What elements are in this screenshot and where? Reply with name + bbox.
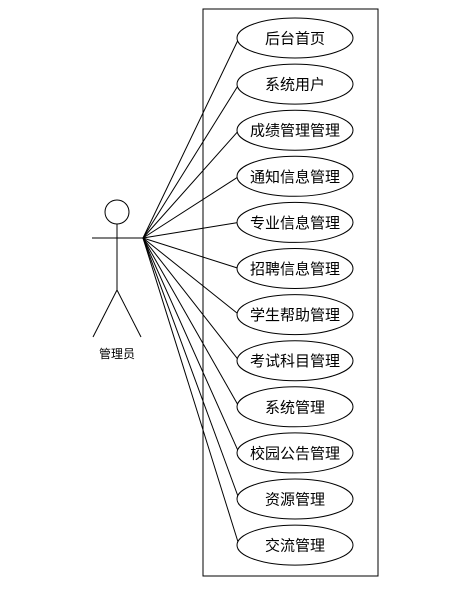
association-line bbox=[142, 175, 240, 239]
actor-head bbox=[104, 199, 130, 225]
use-case-ellipse bbox=[236, 63, 354, 105]
association-line bbox=[142, 37, 240, 239]
use-case: 学生帮助管理 bbox=[236, 294, 354, 336]
association-lines bbox=[142, 37, 240, 546]
use-case-ellipse bbox=[236, 248, 354, 289]
use-case-ellipse bbox=[236, 201, 354, 243]
use-case: 后台首页 bbox=[236, 17, 354, 59]
use-cases: 后台首页系统用户成绩管理管理通知信息管理专业信息管理招聘信息管理学生帮助管理考试… bbox=[236, 17, 354, 566]
association-line bbox=[142, 237, 240, 546]
use-case-ellipse bbox=[236, 524, 354, 566]
use-case-ellipse bbox=[236, 155, 354, 197]
use-case: 交流管理 bbox=[236, 524, 354, 566]
association-line bbox=[142, 237, 240, 500]
use-case-label: 交流管理 bbox=[265, 537, 325, 555]
use-case-label: 资源管理 bbox=[265, 491, 325, 509]
system-boundary bbox=[202, 8, 379, 577]
use-case-ellipse bbox=[236, 386, 354, 428]
use-case-label: 系统用户 bbox=[265, 76, 325, 94]
actor-right-leg bbox=[116, 289, 142, 338]
use-case-label: 通知信息管理 bbox=[250, 168, 340, 186]
actor-left-leg bbox=[92, 289, 118, 338]
use-case-ellipse bbox=[236, 17, 354, 59]
association-line bbox=[142, 237, 240, 362]
use-case: 招聘信息管理 bbox=[236, 248, 354, 289]
use-case-label: 成绩管理管理 bbox=[250, 122, 340, 140]
use-case: 通知信息管理 bbox=[236, 155, 354, 197]
use-case-ellipse bbox=[236, 294, 354, 336]
use-case-label: 招聘信息管理 bbox=[250, 260, 340, 278]
use-case: 系统用户 bbox=[236, 63, 354, 105]
use-case: 资源管理 bbox=[236, 478, 354, 520]
use-case: 专业信息管理 bbox=[236, 201, 354, 243]
association-line bbox=[142, 237, 240, 269]
use-case: 考试科目管理 bbox=[236, 340, 354, 382]
use-case: 校园公告管理 bbox=[236, 432, 354, 474]
association-line bbox=[142, 237, 240, 454]
actor: 管理员 bbox=[92, 199, 143, 361]
association-line bbox=[142, 237, 240, 408]
use-case-label: 后台首页 bbox=[265, 30, 325, 48]
use-case-label: 校园公告管理 bbox=[250, 444, 340, 462]
use-case-label: 专业信息管理 bbox=[250, 214, 340, 232]
association-line bbox=[142, 129, 240, 239]
association-line bbox=[142, 221, 240, 239]
use-case-label: 系统管理 bbox=[265, 398, 325, 416]
use-case: 成绩管理管理 bbox=[236, 109, 354, 151]
use-case-label: 学生帮助管理 bbox=[250, 306, 340, 324]
use-case-label: 考试科目管理 bbox=[250, 352, 340, 370]
association-line bbox=[142, 237, 240, 315]
association-line bbox=[142, 83, 240, 239]
use-case-ellipse bbox=[236, 478, 354, 520]
use-case-ellipse bbox=[236, 109, 354, 151]
actor-label: 管理员 bbox=[99, 346, 135, 361]
use-case-ellipse bbox=[236, 432, 354, 474]
use-case-ellipse bbox=[236, 340, 354, 382]
use-case: 系统管理 bbox=[236, 386, 354, 428]
